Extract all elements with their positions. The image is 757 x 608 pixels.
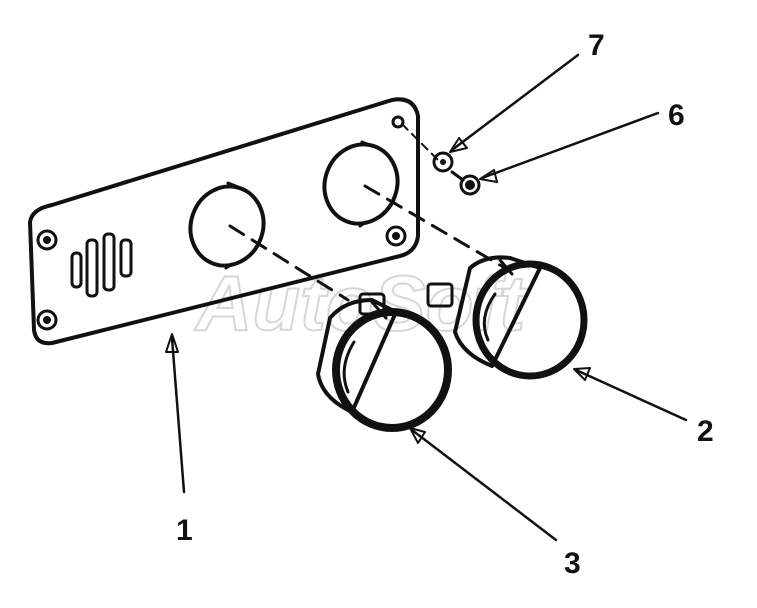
connector-tab-right xyxy=(426,282,454,308)
lamp-left xyxy=(316,292,452,432)
screw-head-lower-right xyxy=(385,225,407,247)
leader-line-2 xyxy=(574,368,688,422)
panel-plate xyxy=(28,97,420,346)
callout-3: 3 xyxy=(564,547,581,580)
screw-hole-upper-right xyxy=(391,115,405,129)
leader-line-6 xyxy=(480,111,660,180)
screw xyxy=(450,170,481,196)
lamp-right xyxy=(426,255,588,380)
leader-line-1 xyxy=(170,336,186,494)
lamp-lens-right xyxy=(472,260,588,380)
callout-7: 7 xyxy=(588,29,605,62)
callout-6: 6 xyxy=(668,99,685,132)
arrowhead-3 xyxy=(409,427,426,444)
callout-1: 1 xyxy=(176,514,193,547)
callout-2: 2 xyxy=(697,415,714,448)
mounting-hole-left xyxy=(188,184,266,268)
leader-line-3 xyxy=(410,428,558,542)
vent-slots xyxy=(70,232,133,298)
leader-lines xyxy=(165,53,688,542)
assembly-lines xyxy=(228,123,507,302)
arrowhead-2 xyxy=(573,367,591,381)
screw-head-lower-left xyxy=(36,309,58,331)
lamp-lens-left xyxy=(332,308,452,432)
arrowhead-6 xyxy=(479,169,498,183)
mounting-hole-right xyxy=(322,142,400,226)
arrowhead-1 xyxy=(165,333,179,353)
arrowhead-7 xyxy=(449,137,468,153)
screw-head-upper-left xyxy=(36,229,58,251)
washer xyxy=(432,151,454,173)
leader-line-7 xyxy=(450,53,580,152)
